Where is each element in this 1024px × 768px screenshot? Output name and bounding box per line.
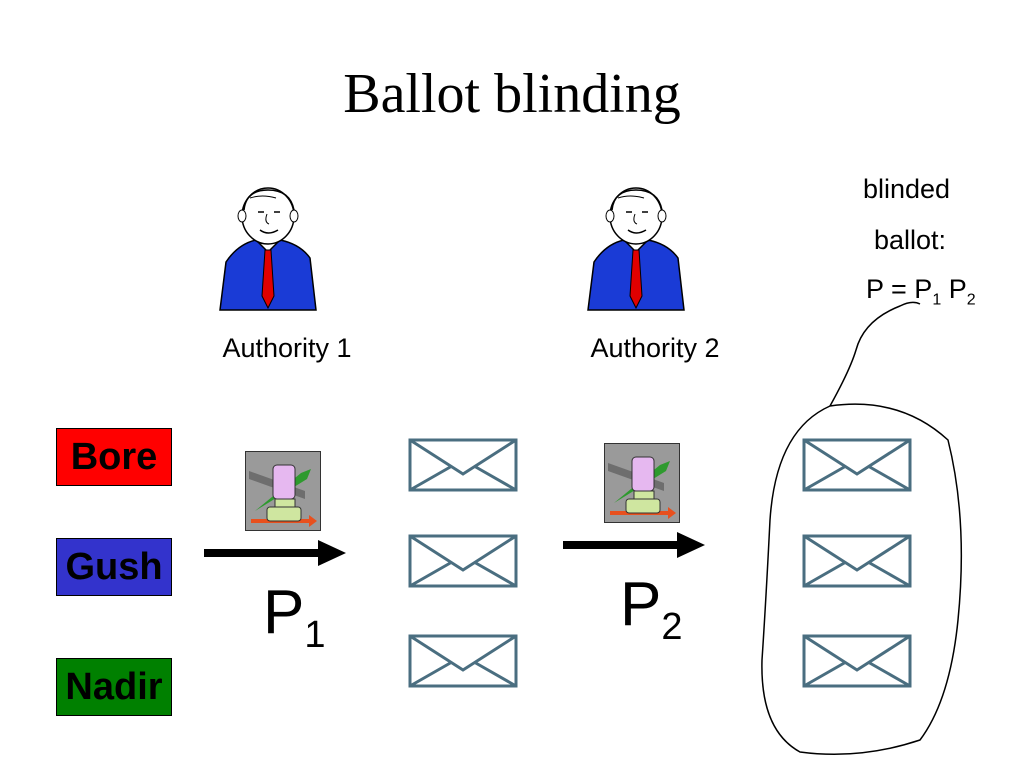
envelope-icon (802, 438, 912, 492)
mixer-2-blender-icon (604, 443, 680, 523)
permutation-p1-label: P1 (263, 578, 326, 656)
envelope-icon (408, 438, 518, 492)
envelope-icon (408, 634, 518, 688)
envelope-icon (802, 534, 912, 588)
authority-2-label: Authority 2 (590, 333, 720, 363)
permutation-p2-label: P2 (620, 570, 683, 648)
authority-2-businessman-icon (587, 187, 685, 311)
permutation-p2-subscript: 2 (661, 606, 683, 648)
blinded-note-line2: ballot: (874, 225, 947, 255)
slide-title: Ballot blinding (343, 63, 681, 125)
candidate-gush-box: Gush (56, 538, 172, 596)
middle-ballot-envelopes (408, 438, 518, 688)
mixer-1-blender-icon (245, 451, 321, 531)
permutation-p1-subscript: 1 (304, 614, 326, 656)
arrow-p2 (563, 532, 705, 558)
authority-1-businessman-icon (219, 187, 317, 311)
arrow-p1 (204, 540, 346, 566)
blinded-note-line1: blinded (863, 174, 951, 204)
blinded-ballot-envelopes (802, 438, 912, 688)
candidate-nadir-box: Nadir (56, 658, 172, 716)
envelope-icon (408, 534, 518, 588)
authority-1-label: Authority 1 (222, 333, 352, 363)
candidate-bore-box: Bore (56, 428, 172, 486)
envelope-icon (802, 634, 912, 688)
blinded-note-formula: P = P1 P2 (866, 274, 976, 309)
